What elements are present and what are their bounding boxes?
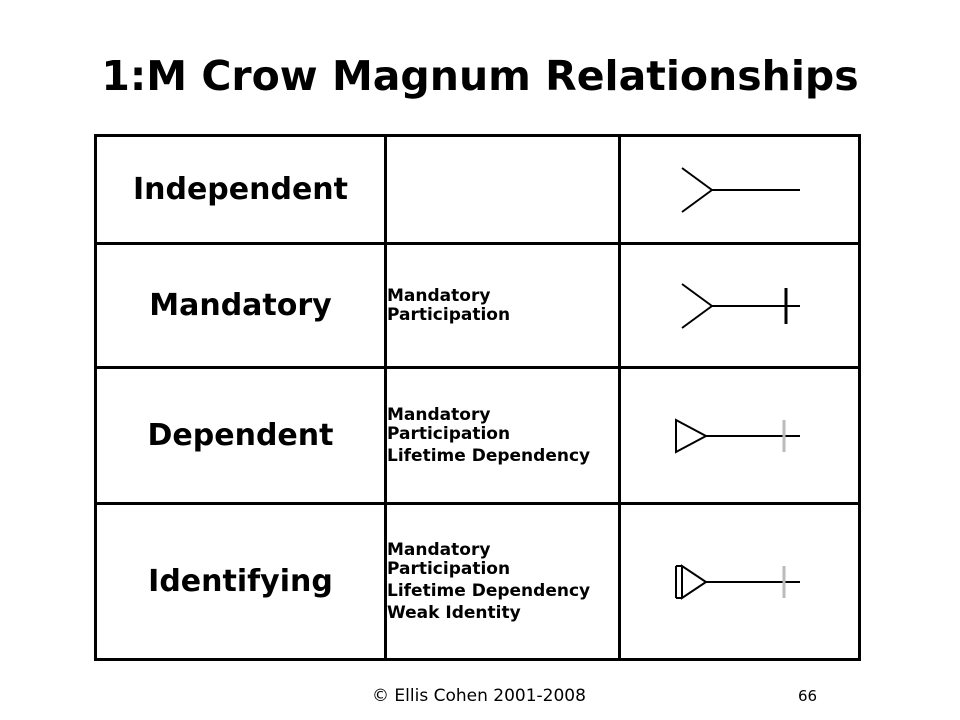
row-label-dependent: Dependent bbox=[94, 366, 387, 505]
row-notes-mandatory: Mandatory Participation bbox=[384, 242, 621, 369]
triangle-with-faint-bar-symbol bbox=[674, 417, 800, 454]
note-item: Mandatory Participation bbox=[387, 404, 511, 444]
row-label-identifying: Identifying bbox=[94, 502, 387, 661]
crows-foot-symbol bbox=[680, 166, 800, 213]
table-row: Identifying Mandatory Participation Life… bbox=[94, 502, 861, 661]
table-row: Dependent Mandatory Participation Lifeti… bbox=[94, 366, 861, 505]
symbol-cell bbox=[618, 242, 861, 369]
row-label-mandatory: Mandatory bbox=[94, 242, 387, 369]
page-number: 66 bbox=[798, 687, 818, 705]
table-row: Mandatory Mandatory Participation bbox=[94, 242, 861, 369]
note-item: Lifetime Dependency bbox=[387, 445, 591, 466]
table-row: Independent bbox=[94, 134, 861, 245]
relationship-table: Independent Mandatory Mandatory Particip… bbox=[94, 134, 861, 661]
row-label-independent: Independent bbox=[94, 134, 387, 245]
copyright-footer: © Ellis Cohen 2001-2008 bbox=[372, 686, 586, 706]
row-notes-independent bbox=[384, 134, 621, 245]
slide-title: 1:M Crow Magnum Relationships bbox=[101, 52, 859, 100]
symbol-cell bbox=[618, 502, 861, 661]
double-triangle-with-faint-bar-symbol bbox=[674, 563, 800, 600]
symbol-cell bbox=[618, 366, 861, 505]
row-notes-dependent: Mandatory Participation Lifetime Depende… bbox=[384, 366, 621, 505]
note-item: Mandatory Participation bbox=[387, 285, 511, 325]
note-item: Weak Identity bbox=[387, 602, 521, 623]
crows-foot-with-bar-symbol bbox=[680, 282, 800, 329]
symbol-cell bbox=[618, 134, 861, 245]
note-item: Mandatory Participation bbox=[387, 539, 511, 579]
note-item: Lifetime Dependency bbox=[387, 580, 591, 601]
row-notes-identifying: Mandatory Participation Lifetime Depende… bbox=[384, 502, 621, 661]
